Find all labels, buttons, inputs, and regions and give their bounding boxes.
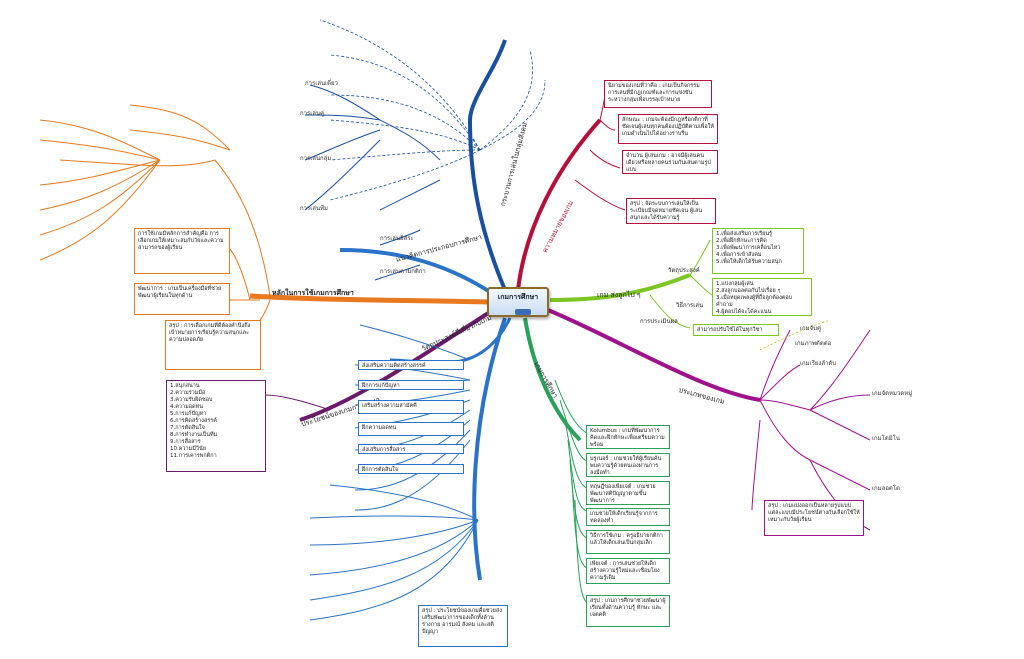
types-obj-item: 3.เพื่อพัฒนาการเคลื่อนไหว (716, 245, 781, 251)
process-dashed-links (319, 19, 546, 201)
branch-label-principles[interactable]: หลักในการใช้เกมการศึกษา (272, 289, 354, 297)
process-item[interactable]: การเล่นตามกติกา (380, 268, 426, 275)
edu-box-6[interactable]: เพียเจต์ : การเล่นช่วยให้เด็กสร้างความรู… (586, 558, 670, 584)
types-label-obj[interactable]: วัตถุประสงค์ (668, 267, 700, 274)
purpose-item: 4.ความอดทน (170, 404, 203, 410)
kinds-item[interactable]: เกมจัดหมวดหมู่ (872, 390, 913, 397)
purpose-item: 10.ความมีวินัย (170, 446, 206, 452)
purpose-links (264, 394, 331, 411)
edu-box-4[interactable]: เกมช่วยให้เด็กเรียนรู้จากการทดลองทำ (586, 508, 670, 526)
branch-kinds (547, 308, 761, 402)
purpose-item: 6.การคิดสร้างสรรค์ (170, 418, 217, 424)
branch-concept (339, 248, 492, 294)
principles-box-2[interactable]: พัฒนาการ : เกมเป็นเครื่องมือที่ช่วยพัฒนา… (134, 283, 230, 315)
kinds-item[interactable]: เกมจับคู่ (800, 325, 821, 332)
types-rule-item: 3.เมื่อหยุดเพลงผู้ที่ถือลูกต้องตอบคำถาม (716, 295, 793, 308)
purpose-item: 1.สนุกสนาน (170, 383, 200, 389)
purpose-item: 11.การเคารพกติกา (170, 453, 217, 459)
edu-box-3[interactable]: ทฤษฎีของเพียเจต์ : เกมช่วยพัฒนาสติปัญญาต… (586, 481, 670, 505)
kinds-item[interactable]: เกมเรียงลำดับ (800, 360, 837, 367)
types-rules-list[interactable]: 1.แบ่งกลุ่มผู้เล่น 2.ส่งลูกบอลต่อกันไปเร… (712, 278, 812, 316)
principles-box-3[interactable]: สรุป : การเลือกเกมที่ดีต้องคำนึงถึงเป้าห… (165, 320, 261, 370)
types-obj-list[interactable]: 1.เพื่อส่งเสริมการเรียนรู้ 2.เพื่อฝึกทัก… (712, 228, 804, 274)
meaning-box-1[interactable]: นิยามของเกมที่ว่าคือ : เกมเป็นกิจกรรมการ… (604, 80, 712, 108)
types-links (649, 239, 713, 329)
purpose-item: 3.ความรับผิดชอบ (170, 397, 213, 403)
edu-left-item-1[interactable]: ส่งเสริมความคิดสร้างสรรค์ (358, 360, 464, 370)
kinds-item[interactable]: เกมโดมิโน (872, 435, 901, 442)
book-icon (515, 309, 531, 315)
types-obj-item: 1.เพื่อส่งเสริมการเรียนรู้ (716, 231, 773, 237)
kinds-item[interactable]: เกมภาพตัดต่อ (795, 340, 832, 347)
kinds-item[interactable]: เกมลอตโต (872, 485, 900, 492)
branch-purpose (299, 310, 492, 422)
branch-process (467, 39, 507, 291)
edu-box-5[interactable]: วิธีการใช้เกม : ครูอธิบายกติกาแล้วให้เด็… (586, 530, 670, 554)
purpose-item: 9.การสื่อสาร (170, 439, 201, 445)
central-topic-title: เกมการศึกษา (497, 293, 539, 301)
types-rule-item: 1.แบ่งกลุ่มผู้เล่น (716, 281, 754, 287)
branch-meaning (516, 118, 602, 291)
edu-box-2[interactable]: บรูเนอร์ : เกมช่วยให้ผู้เรียนค้นพบความรู… (586, 453, 670, 477)
kinds-summary[interactable]: สรุป : เกมแบ่งออกเป็นหลายรูปแบบแต่ละแบบม… (764, 500, 864, 536)
types-label-eval[interactable]: การประเมินผล (640, 318, 678, 325)
principles-box-1[interactable]: การใช้เกมมีหลักการสำคัญคือ การเลือกเกมให… (134, 228, 230, 274)
types-label-how[interactable]: วิธีการเล่น (676, 302, 704, 309)
process-item[interactable]: การเล่นกลุ่ม (300, 155, 332, 162)
edu-left-item-2[interactable]: ฝึกการแก้ปัญหา (358, 380, 464, 390)
edu-left-item-5[interactable]: ส่งเสริมการสื่อสาร (358, 444, 464, 454)
types-obj-item: 4.เพื่อการเข้าสังคม (716, 252, 762, 258)
meaning-box-2[interactable]: ลักษณะ : เกมจะต้องมีกฎหรือกติกาที่ชัดเจน… (618, 114, 718, 144)
edu-left-item-4[interactable]: ฝึกความอดทน (358, 422, 464, 436)
purpose-item: 8.การทำงานเป็นทีม (170, 432, 218, 438)
types-obj-item: 5.เพื่อให้เด็กได้รับความสนุก (716, 259, 782, 265)
branch-edu (523, 317, 582, 442)
process-links (304, 84, 441, 281)
process-item[interactable]: การเล่นเดี่ยว (305, 80, 338, 87)
types-rule-item: 2.ส่งลูกบอลต่อกันไปเรื่อย ๆ (716, 288, 781, 294)
purpose-list[interactable]: 1.สนุกสนาน 2.ความร่วมมือ 3.ความรับผิดชอบ… (166, 380, 266, 472)
branch-principles (249, 293, 488, 305)
process-item[interactable]: การเล่นอิสระ (380, 235, 414, 242)
edu-left-item-6[interactable]: ฝึกการตัดสินใจ (358, 464, 464, 474)
meaning-box-4[interactable]: สรุป : จัดระบบการเล่นให้เป็นระเบียบมีจุด… (626, 198, 716, 224)
edu-box-7[interactable]: สรุป : เกมการศึกษาช่วยพัฒนาผู้เรียนทั้งด… (586, 595, 670, 627)
purpose-item: 2.ความร่วมมือ (170, 390, 206, 396)
branch-edu-left (472, 317, 507, 581)
purpose-item: 5.การแก้ปัญหา (170, 411, 207, 417)
process-item[interactable]: การเล่นทีม (300, 205, 328, 212)
branch-types (549, 273, 691, 302)
types-rule-item: 4.ผู้ตอบได้จะได้คะแนน (716, 309, 772, 315)
edu-left-item-3[interactable]: เสริมสร้างความสามัคคี (358, 400, 464, 414)
branch-label-types[interactable]: เกม ส่งลูกไป ๆ (597, 291, 641, 299)
edu-box-1[interactable]: Kolumbus : เกมที่พัฒนาการคิดและฝึกทักษะเ… (586, 425, 670, 449)
meaning-box-3[interactable]: จำนวน ผู้เล่นเกม : อาจมีผู้เล่นคนเดียวหร… (622, 150, 718, 174)
bottom-summary-box[interactable]: สรุป : ประโยชน์ของเกมคือช่วยส่งเสริมพัฒน… (418, 605, 508, 647)
types-note[interactable]: สามารถปรับใช้ได้ในทุกวิชา (693, 324, 779, 336)
purpose-item: 7.การตัดสินใจ (170, 425, 205, 431)
process-item[interactable]: การเล่นคู่ (300, 110, 325, 117)
types-obj-item: 2.เพื่อฝึกทักษะการคิด (716, 238, 767, 244)
